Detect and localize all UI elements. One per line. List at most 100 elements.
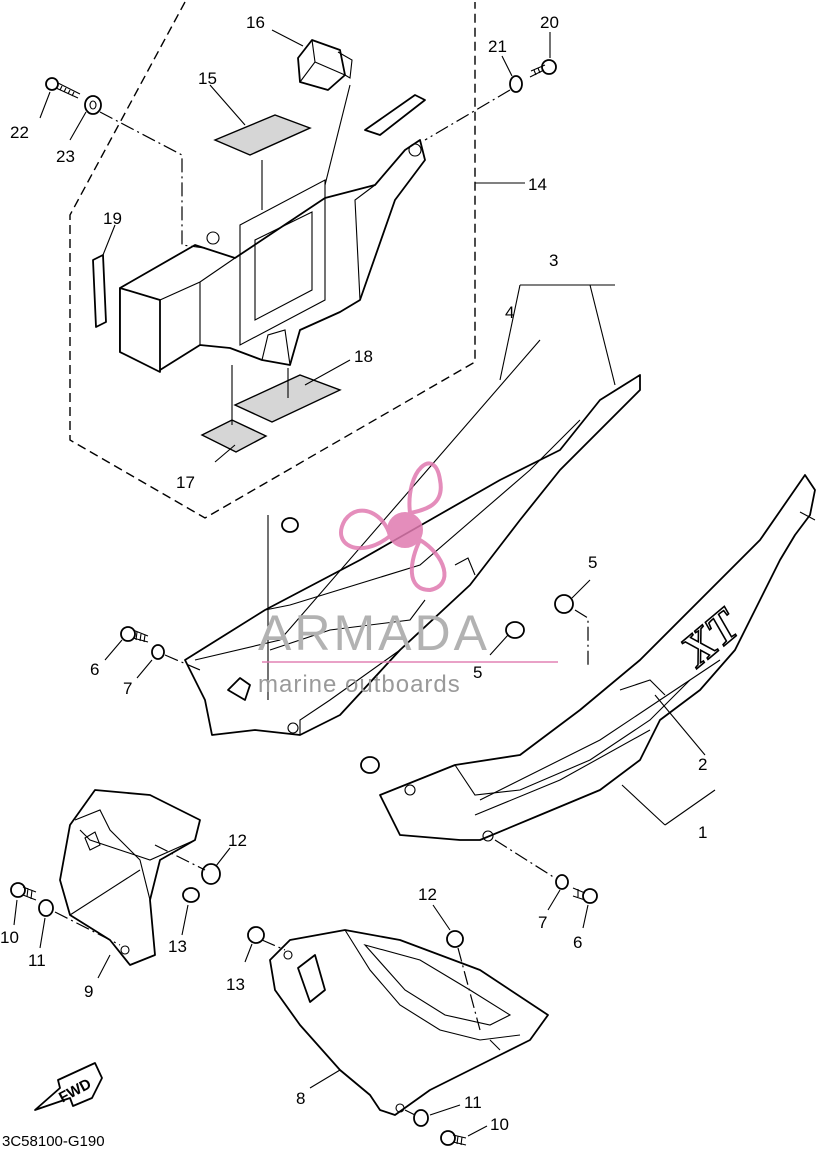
grommet-13-left (182, 887, 200, 903)
callout-20: 20 (540, 13, 559, 32)
leader-12-left (215, 847, 231, 867)
grommet-5-top (281, 517, 299, 533)
callout-5-right: 5 (588, 553, 597, 572)
leader-1a (621, 784, 666, 826)
leader-8 (309, 1069, 341, 1089)
centerline-20 (424, 89, 511, 141)
grommet-5-left (505, 621, 525, 639)
centerline-10-left (54, 911, 121, 946)
callout-labels: 1 2 3 4 5 5 6 6 7 7 8 9 10 10 11 11 12 1… (0, 13, 707, 1134)
part-16-connector (297, 39, 353, 91)
leader-5-left (489, 634, 509, 656)
callout-4: 4 (505, 303, 514, 322)
grommet-12-right (446, 930, 464, 948)
part-20-bolt (529, 59, 557, 78)
callout-14: 14 (528, 175, 547, 194)
callout-5-left: 5 (473, 663, 482, 682)
callout-23: 23 (56, 147, 75, 166)
callout-16: 16 (246, 13, 265, 32)
watermark-logo-icon (339, 461, 447, 593)
part-7-washer-right (555, 874, 569, 890)
callout-15: 15 (198, 69, 217, 88)
leader-3c (589, 284, 616, 386)
part-19-strip (92, 254, 107, 328)
part-10-bolt-left (10, 882, 37, 901)
part-11-washer-right (413, 1109, 429, 1127)
leader-6-left (104, 639, 123, 661)
part-9-left-lower-cover (59, 789, 201, 966)
leader-5-right (571, 579, 591, 599)
watermark-title: ARMADA (258, 605, 490, 661)
callout-10-left: 10 (0, 928, 19, 947)
callout-17: 17 (176, 473, 195, 492)
part-21-washer (509, 75, 523, 93)
callout-12-right: 12 (418, 885, 437, 904)
callout-22: 22 (10, 123, 29, 142)
callout-11-right: 11 (464, 1093, 482, 1112)
callout-2: 2 (698, 755, 707, 774)
callout-10-right: 10 (490, 1115, 509, 1134)
watermark: ARMADA marine outboards (258, 461, 558, 698)
leader-18 (304, 359, 351, 386)
callout-1: 1 (698, 823, 707, 842)
centerline-23 (99, 111, 206, 249)
part-22-bolt (45, 77, 81, 99)
callout-9: 9 (84, 982, 93, 1001)
part-17-pad (200, 419, 268, 453)
centerline-12-left (154, 844, 206, 871)
callout-19: 19 (103, 209, 122, 228)
leader-16 (271, 29, 304, 47)
diagram-code: 3C58100-G190 (2, 1133, 105, 1150)
grommet-lower-right (360, 756, 380, 774)
callout-8: 8 (296, 1089, 305, 1108)
callout-11-left: 11 (28, 951, 46, 970)
callout-13-left: 13 (168, 937, 187, 956)
leader-19 (102, 224, 116, 256)
watermark-subtitle: marine outboards (258, 671, 461, 698)
callout-6-right: 6 (573, 933, 582, 952)
part-23-washer (84, 95, 102, 115)
centerline-6-left (164, 654, 201, 671)
callout-18: 18 (354, 347, 373, 366)
grommet-12-left (201, 863, 221, 885)
callout-3: 3 (549, 251, 558, 270)
leader-12-right (432, 904, 451, 931)
leader-9 (97, 954, 111, 979)
leader-21 (501, 55, 513, 77)
leader-22 (39, 91, 51, 119)
part-15-pad (213, 114, 312, 156)
grommet-5-right (554, 594, 574, 614)
leader-7-right (547, 889, 561, 911)
leader-13-right (244, 943, 253, 963)
centerline-5-right (574, 609, 589, 665)
battery-box-assembly (119, 94, 426, 373)
leader-23 (69, 111, 87, 141)
leader-17 (214, 444, 236, 463)
leader-4 (499, 284, 521, 381)
leader-10-right (467, 1125, 488, 1137)
callout-7-left: 7 (123, 679, 132, 698)
leader-6-right (582, 904, 589, 929)
centerline-6-right (494, 839, 556, 879)
callout-7-right: 7 (538, 913, 547, 932)
part-10-bolt-right (440, 1130, 467, 1146)
part-6-bolt-right (572, 887, 598, 904)
grommet-13-right (247, 926, 265, 944)
leader-2 (654, 694, 706, 756)
fwd-arrow: FWD (34, 1062, 103, 1111)
centerline-10-right (404, 1109, 416, 1116)
leader-16b (324, 84, 351, 186)
leader-13-left (181, 904, 189, 936)
leader-11-left (39, 917, 46, 949)
centerline-13-right (261, 939, 286, 951)
part-8-right-lower-cover (269, 929, 549, 1116)
callout-12-left: 12 (228, 831, 247, 850)
part-7-washer-left (151, 644, 165, 660)
leader-15 (209, 84, 246, 126)
leader-11-right (429, 1104, 461, 1116)
part-6-bolt-left (120, 626, 149, 643)
callout-6-left: 6 (90, 660, 99, 679)
part-18-pad (233, 374, 342, 423)
callout-21: 21 (488, 37, 507, 56)
